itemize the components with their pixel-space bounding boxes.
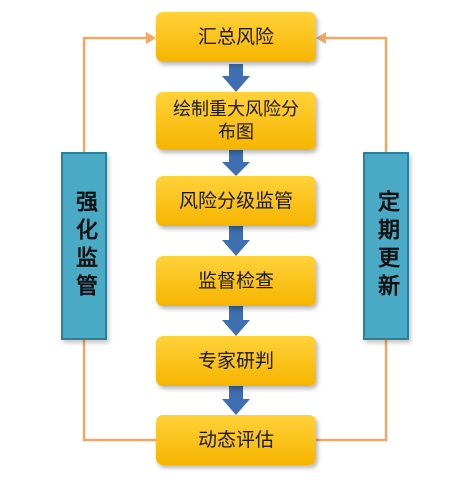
step-draw-risk-map: 绘制重大风险分布图 xyxy=(156,92,316,150)
step-dynamic-evaluation: 动态评估 xyxy=(156,415,316,465)
side-label: 强化监管 xyxy=(72,190,97,302)
step-label: 动态评估 xyxy=(197,429,274,451)
step-label: 风险分级监管 xyxy=(178,190,293,212)
side-label: 定期更新 xyxy=(374,190,399,302)
left-loop-arrowhead xyxy=(146,32,156,44)
right-loop-arrowhead xyxy=(316,32,326,44)
side-box-strengthen-supervision: 强化监管 xyxy=(61,152,107,340)
down-arrow-5 xyxy=(222,386,250,415)
down-arrow-2 xyxy=(222,150,250,176)
step-tiered-supervision: 风险分级监管 xyxy=(156,176,316,226)
step-inspection: 监督检查 xyxy=(156,256,316,306)
side-box-regular-update: 定期更新 xyxy=(363,152,409,340)
step-label: 监督检查 xyxy=(197,270,274,292)
step-label: 绘制重大风险分布图 xyxy=(173,99,299,143)
down-arrow-4 xyxy=(222,306,250,336)
down-arrow-3 xyxy=(222,226,250,256)
step-expert-review: 专家研判 xyxy=(156,336,316,386)
down-arrow-1 xyxy=(222,64,250,92)
step-label: 汇总风险 xyxy=(197,26,274,48)
step-summarize-risks: 汇总风险 xyxy=(156,12,316,62)
step-label: 专家研判 xyxy=(197,350,274,372)
